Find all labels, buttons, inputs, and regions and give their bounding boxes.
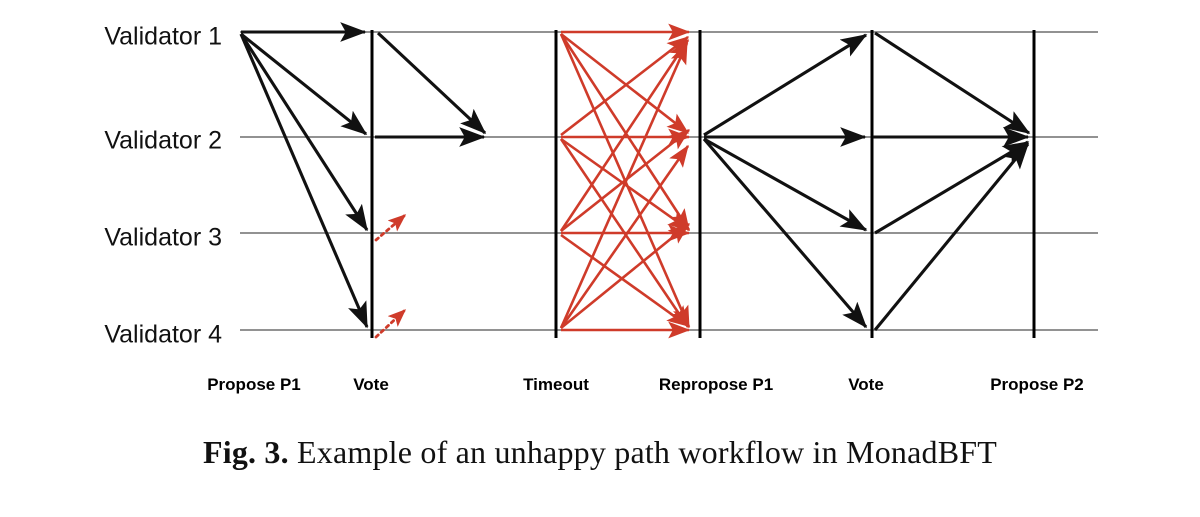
phase-label-propose-p1: Propose P1 bbox=[207, 375, 301, 394]
messages-propose-p1 bbox=[239, 22, 369, 329]
message-vote2-v3-to-v2 bbox=[874, 140, 1030, 235]
message-timeout-v4-to-v1 bbox=[559, 41, 689, 329]
messages-repropose-p1 bbox=[702, 33, 868, 329]
phase-dividers bbox=[370, 30, 1036, 338]
message-v3-vote-lost bbox=[374, 214, 407, 242]
message-repropose-v2-to-v4 bbox=[702, 137, 868, 329]
figure-caption-number: Fig. 3. bbox=[203, 434, 289, 470]
phase-label-vote-1: Vote bbox=[353, 375, 389, 394]
lane-label-validator-4: Validator 4 bbox=[104, 321, 222, 349]
message-v4-vote-lost bbox=[374, 309, 407, 339]
messages-vote-1 bbox=[374, 31, 487, 339]
message-timeout-v4-to-v3 bbox=[560, 222, 691, 330]
message-vote2-v4-to-v2 bbox=[873, 142, 1030, 331]
messages-timeout bbox=[559, 23, 691, 339]
phase-label-propose-p2: Propose P2 bbox=[990, 375, 1084, 394]
phase-labels: Propose P1 Vote Timeout Repropose P1 Vot… bbox=[207, 375, 1084, 394]
message-vote2-v1-to-v2 bbox=[874, 31, 1031, 135]
message-v1-to-v4-propose bbox=[239, 33, 369, 329]
figure-caption: Fig. 3. Example of an unhappy path workf… bbox=[0, 434, 1200, 471]
message-timeout-v1-to-v2 bbox=[560, 32, 690, 135]
validator-lane-labels: Validator 1 Validator 2 Validator 3 Vali… bbox=[104, 23, 222, 349]
message-timeout-v4-to-v2 bbox=[559, 144, 690, 329]
message-repropose-v2-to-v1 bbox=[703, 33, 868, 137]
lane-label-validator-3: Validator 3 bbox=[104, 224, 222, 252]
lane-label-validator-2: Validator 2 bbox=[104, 127, 222, 155]
message-timeout-v1-to-v3 bbox=[559, 33, 691, 232]
message-repropose-v2-to-v3 bbox=[703, 137, 868, 232]
message-timeout-v3-to-v1 bbox=[559, 38, 690, 232]
workflow-diagram: Validator 1 Validator 2 Validator 3 Vali… bbox=[104, 22, 1098, 394]
phase-label-repropose-p1: Repropose P1 bbox=[659, 375, 773, 394]
lane-label-validator-1: Validator 1 bbox=[104, 23, 222, 51]
validator-timelines bbox=[240, 31, 1098, 331]
message-timeout-v2-to-v1 bbox=[560, 35, 690, 137]
phase-label-vote-2: Vote bbox=[848, 375, 884, 394]
message-v1-to-v2-propose bbox=[240, 32, 368, 136]
phase-label-timeout: Timeout bbox=[523, 375, 589, 394]
message-timeout-v3-to-v4 bbox=[560, 233, 690, 328]
message-v1-to-v2-vote bbox=[376, 31, 487, 135]
message-v1-to-v3-propose bbox=[239, 33, 369, 232]
figure-caption-text: Example of an unhappy path workflow in M… bbox=[297, 434, 997, 470]
messages-vote-2 bbox=[873, 31, 1031, 331]
